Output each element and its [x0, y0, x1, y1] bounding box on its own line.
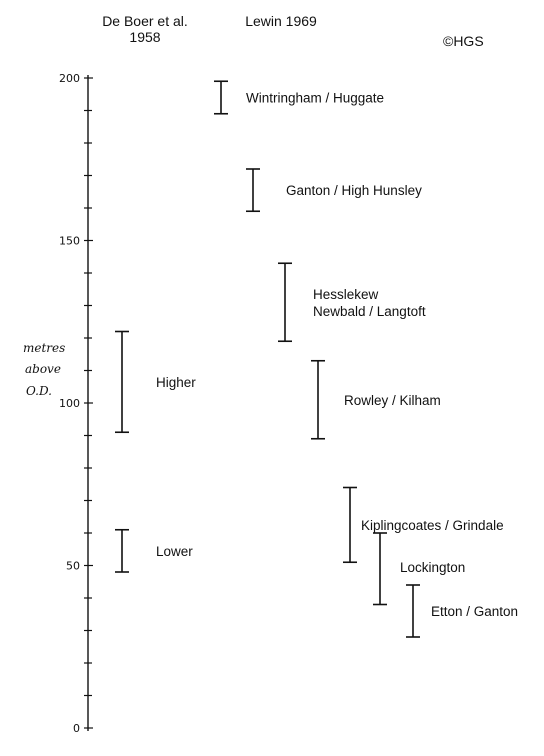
lewin-range-label: Hesslekew	[313, 287, 379, 302]
tick-label-200: 200	[59, 72, 80, 85]
lewin-range-label: Etton / Ganton	[431, 604, 518, 619]
tick-label-50: 50	[66, 560, 80, 573]
lewin-range-label: Newbald / Langtoft	[313, 304, 426, 319]
lewin-range-label: Rowley / Kilham	[344, 393, 441, 408]
axis-label-line3: O.D.	[26, 384, 52, 398]
deboer-range-label: Higher	[156, 375, 196, 390]
tick-label-0: 0	[73, 722, 80, 735]
tick-label-150: 150	[59, 235, 80, 248]
lewin-range-label: Wintringham / Huggate	[246, 91, 384, 106]
lewin-range-label: Ganton / High Hunsley	[286, 183, 422, 198]
deboer-range-label: Lower	[156, 544, 193, 559]
y-axis: 0 50 100 150 200	[59, 72, 93, 735]
lewin-range-label: Lockington	[400, 560, 465, 575]
lewin-range-label: Kiplingcoates / Grindale	[361, 518, 504, 533]
copyright-notice: ©HGS	[443, 33, 484, 49]
deboer-header-line2: 1958	[129, 29, 160, 45]
deboer-header-line1: De Boer et al.	[102, 13, 188, 29]
axis-label-line2: above	[25, 362, 61, 376]
axis-label-line1: metres	[23, 341, 65, 355]
lewin-header: Lewin 1969	[245, 13, 317, 29]
tick-label-100: 100	[59, 397, 80, 410]
